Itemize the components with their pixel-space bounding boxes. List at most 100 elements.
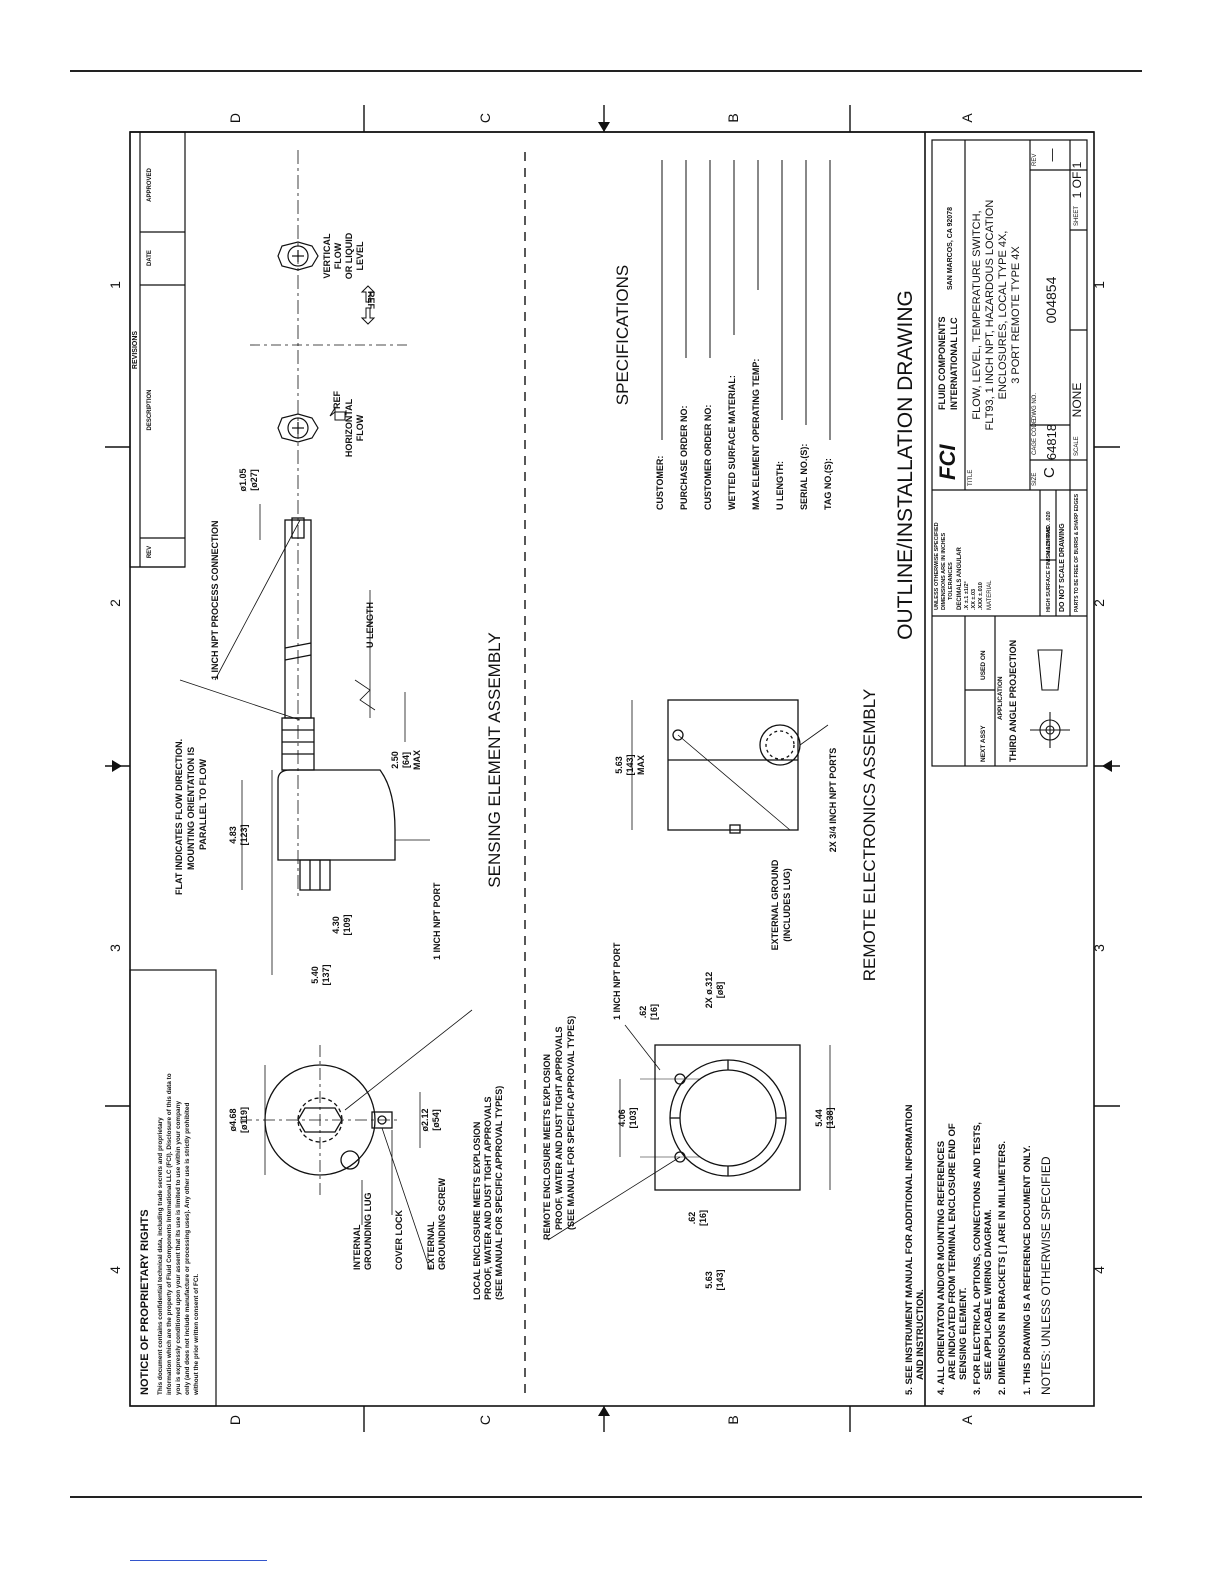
dia-312-label: 2X ø.312 [704,972,714,1009]
spec-customer-order: CUSTOMER ORDER NO: [703,405,713,510]
specifications-title: SPECIFICATIONS [613,265,632,405]
zone-number-left-4: 4 [107,1266,123,1274]
zone-letter-top-d: D [227,113,243,123]
remote-npt-port-label: 1 INCH NPT PORT [612,942,622,1020]
dia-212-mm-label: [ø54] [431,1109,441,1131]
projection-symbol-icon [1030,649,1070,748]
cover-lock-label: COVER LOCK [394,1209,404,1270]
size-label: SIZE [1032,473,1038,486]
dim-430-label: 4.30 [331,916,341,934]
proprietary-title: NOTICE OF PROPRIETARY RIGHTS [139,1209,151,1395]
zone-letter-top-c: C [477,113,493,123]
footer-rule [70,1496,1142,1498]
local-enclosure-note-3: (SEE MANUAL FOR SPECIFIC APPROVAL TYPES) [494,1086,504,1300]
drawing-border [129,131,1095,1407]
drawing-title: OUTLINE/INSTALLATION DRAWING [894,290,917,640]
dim-544-mm-label: [138] [825,1107,835,1128]
dim-062b-mm-label: [16] [698,1210,708,1226]
internal-lug-label-2: GROUNDING LUG [363,1193,373,1271]
dim-062a-label: .62 [638,1006,648,1019]
used-on-label: USED ON [980,650,987,680]
zone-arrows [112,122,1112,1416]
title-line-2: FLT93, 1 INCH NPT, HAZARDOUS LOCATION [984,200,996,431]
dim-563b-mm-label: [143] [625,754,635,775]
npt-port-label: 1 INCH NPT PORT [432,882,442,960]
note-4-line-3: SENSING ELEMENT. [958,1288,969,1380]
header-rule [70,70,1142,72]
vertical-flow-label-4: LEVEL [355,241,365,271]
npt-process-label: 1 INCH NPT PROCESS CONNECTION [210,520,220,680]
spec-u-length: U LENGTH: [775,461,785,510]
tolerance-line-5: .X ±.1 ±1/2° [964,581,970,610]
scale-value: NONE [1070,383,1084,418]
vertical-flow-ref: REF [366,291,376,310]
dim-540-label: 5.40 [310,966,320,984]
dim-250-max-label: MAX [412,750,422,770]
dim-563a-mm-label: [143] [715,1269,725,1290]
dwg-no-value: 004854 [1043,276,1059,323]
revisions-header: REVISIONS [132,331,139,369]
note-3-line-2: SEE APPLICABLE WIRING DIAGRAM. [983,1209,994,1380]
title-block: FCI FLUID COMPONENTS INTERNATIONAL LLC S… [931,139,1088,767]
u-length-label: U LENGTH [365,602,375,648]
note-3-line-1: 3. FOR ELECTRICAL OPTIONS, CONNECTIONS A… [972,1122,983,1395]
title-line-4: 3 PORT REMOTE TYPE 4X [1010,246,1022,384]
rev-value: — [1044,149,1059,162]
remote-enclosure-note-1: REMOTE ENCLOSURE MEETS EXPLOSION [542,1054,552,1240]
sensing-element-side-view [179,150,430,975]
dim-563a-label: 5.63 [704,1271,714,1289]
dia-468-mm-label: [ø119] [239,1107,249,1133]
horizontal-flow-label-1: HORIZONTAL [344,398,354,457]
company-location: SAN MARCOS, CA 92078 [947,207,954,290]
title-line-1: FLOW, LEVEL, TEMPERATURE SWITCH, [971,210,983,419]
local-enclosure-note-1: LOCAL ENCLOSURE MEETS EXPLOSION [472,1122,482,1300]
dwg-no-label: DWG NO. [1032,393,1038,420]
remote-enclosure-note-3: (SEE MANUAL FOR SPECIFIC APPROVAL TYPES) [566,1016,576,1230]
dim-483-label: 4.83 [228,826,238,844]
proprietary-notice: NOTICE OF PROPRIETARY RIGHTS This docume… [129,969,217,1407]
zone-number-left-3: 3 [107,944,123,952]
tolerance-line-4: DECIMALS ANGULAR [957,547,963,610]
dim-563b-label: 5.63 [614,756,624,774]
zone-number-right-2: 2 [1091,599,1107,607]
next-assy-label: NEXT ASSY [980,725,987,762]
size-value: C [1041,467,1058,478]
tolerance-line-7: .XXX ±.010 [978,582,984,610]
remote-electronics-title: REMOTE ELECTRONICS ASSEMBLY [860,689,879,982]
dia-212-label: ø2.12 [420,1108,430,1131]
dim-062b-label: .62 [687,1212,697,1225]
rev-label: REV [1032,154,1038,166]
notes-heading: NOTES: UNLESS OTHERWISE SPECIFIED [1039,1156,1053,1395]
zone-letter-top-a: A [959,113,975,123]
scale-label: SCALE [1074,436,1080,456]
projection-label: THIRD ANGLE PROJECTION [1008,640,1018,762]
tolerance-line-6: .XX ±.03 [971,589,977,610]
spec-serial: SERIAL NO.(S): [799,444,809,510]
note-4-line-1: 4. ALL ORIENTATON AND/OR MOUNTING REFERE… [936,1141,947,1395]
mach-rad-label: MACH RAD. .020 [1046,511,1052,555]
vertical-flow-label-1: VERTICAL [322,233,332,279]
title-line-3: ENCLOSURES, LOCAL TYPE 4X, [997,231,1009,400]
spec-wetted-material: WETTED SURFACE MATERIAL: [727,375,737,510]
sheet-label: SHEET [1074,206,1080,226]
dim-250-label: 2.50 [390,751,400,769]
local-enclosure-top-view [240,1009,473,1271]
revisions-rev-col: REV [147,546,153,558]
zone-number-right-1: 1 [1091,281,1107,289]
note-5-line-1: 5. SEE INSTRUMENT MANUAL FOR ADDITIONAL … [904,1104,915,1395]
remote-enclosure-side-view [631,699,829,834]
revisions-date-col: DATE [147,250,153,266]
internal-lug-label-1: INTERNAL [352,1224,362,1270]
horizontal-flow-ref: REF [332,390,342,409]
vertical-flow-label-3: OR LIQUID [344,232,354,279]
note-2: 2. DIMENSIONS IN BRACKETS [ ] ARE IN MIL… [997,1141,1008,1395]
local-enclosure-note-2: PROOF, WATER AND DUST TIGHT APPROVALS [483,1096,493,1300]
dia-105-label: ø1.05 [238,468,248,491]
revisions-description-col: DESCRIPTION [147,389,153,430]
zone-letter-bottom-c: C [477,1415,493,1425]
zone-number-left-1: 1 [107,281,123,289]
remote-enclosure-front-view [547,1024,831,1241]
tolerance-line-2: DIMENSIONS ARE IN INCHES [941,533,947,610]
footer-link-underline[interactable] [130,1560,267,1561]
